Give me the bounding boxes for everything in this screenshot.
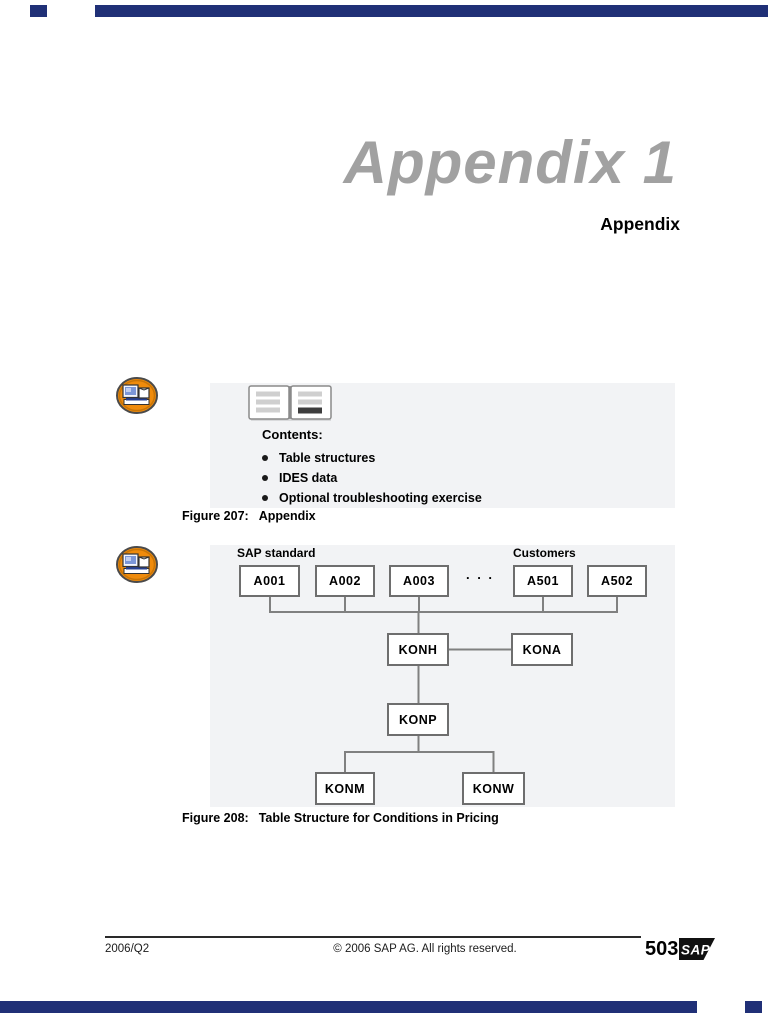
figure-208-panel: SAP standard Customers A001 A002 A003 . …: [210, 545, 675, 807]
contents-heading: Contents:: [262, 427, 323, 442]
diagram-box-konm: KONM: [315, 772, 375, 805]
top-rule: [95, 5, 768, 17]
bottom-rule: [0, 1001, 697, 1013]
chapter-subtitle: Appendix: [600, 214, 680, 234]
figure-207-panel: Contents: Table structures IDES data Opt…: [210, 383, 675, 508]
diagram-box-kona: KONA: [511, 633, 573, 666]
bottom-right-rule-mark: [745, 1001, 762, 1013]
diagram-box-konw: KONW: [462, 772, 525, 805]
group-label-sap-standard: SAP standard: [237, 546, 316, 560]
diagram-box-a501: A501: [513, 565, 573, 597]
workstation-icon: [116, 546, 158, 583]
sap-logo-icon: SAP: [679, 938, 715, 960]
figure-208-caption: Figure 208: Table Structure for Condition…: [182, 811, 499, 825]
diagram-box-konh: KONH: [387, 633, 449, 666]
diagram-connectors: [269, 597, 618, 772]
figure-207-caption: Figure 207: Appendix: [182, 509, 316, 523]
caption-text: Appendix: [258, 509, 316, 523]
open-book-icon: [248, 385, 332, 421]
diagram-box-a001: A001: [239, 565, 300, 597]
caption-label: Figure 208:: [182, 811, 249, 825]
footer-edition: 2006/Q2: [105, 943, 150, 955]
diagram-box-konp: KONP: [387, 703, 449, 736]
diagram-box-a502: A502: [587, 565, 647, 597]
caption-text: Table Structure for Conditions in Pricin…: [258, 811, 499, 825]
group-label-customers: Customers: [513, 546, 576, 560]
diagram-box-a003: A003: [389, 565, 449, 597]
list-item: IDES data: [261, 471, 482, 485]
contents-list: Table structures IDES data Optional trou…: [261, 451, 482, 511]
ellipsis-label: . . .: [465, 567, 495, 582]
diagram-box-a002: A002: [315, 565, 375, 597]
list-item: Table structures: [261, 451, 482, 465]
footer-page-number: 503: [645, 938, 679, 960]
top-left-rule-mark: [30, 5, 47, 17]
caption-label: Figure 207:: [182, 509, 249, 523]
chapter-title: Appendix 1: [343, 129, 677, 196]
workstation-icon: [116, 377, 158, 414]
list-item: Optional troubleshooting exercise: [261, 491, 482, 505]
footer-copyright: © 2006 SAP AG. All rights reserved.: [333, 943, 517, 955]
svg-text:SAP: SAP: [681, 943, 711, 958]
footer-rule: [105, 936, 641, 938]
